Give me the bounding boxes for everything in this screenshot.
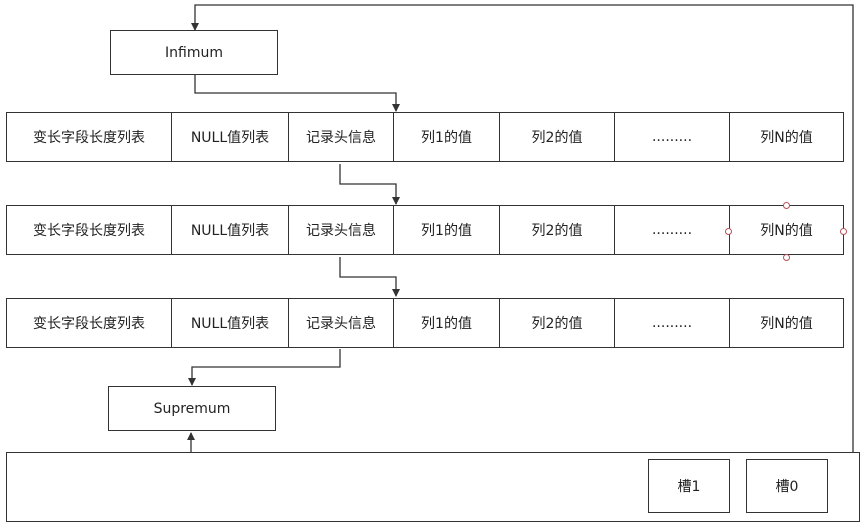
selection-handle-bottom[interactable] bbox=[783, 254, 790, 261]
var-length-field-list: 变长字段长度列表 bbox=[7, 113, 172, 161]
page-directory[interactable] bbox=[6, 452, 860, 522]
record3-to-supremum-arrow bbox=[188, 349, 341, 386]
column-1-value: 列1的值 bbox=[394, 113, 500, 161]
ellipsis-columns: ......... bbox=[615, 206, 730, 254]
column-2-value: 列2的值 bbox=[500, 206, 615, 254]
column-2-value: 列2的值 bbox=[500, 113, 615, 161]
column-1-value: 列1的值 bbox=[394, 299, 500, 347]
null-value-list: NULL值列表 bbox=[172, 299, 289, 347]
selection-handle-right[interactable] bbox=[840, 228, 847, 235]
var-length-field-list: 变长字段长度列表 bbox=[7, 299, 172, 347]
selection-handle-left[interactable] bbox=[725, 228, 732, 235]
column-2-value: 列2的值 bbox=[500, 299, 615, 347]
slot-0[interactable]: 槽0 bbox=[746, 459, 828, 513]
record-header: 记录头信息 bbox=[289, 299, 394, 347]
var-length-field-list: 变长字段长度列表 bbox=[7, 206, 172, 254]
infimum-to-record1-arrow bbox=[194, 75, 400, 112]
column-n-value: 列N的值 bbox=[760, 130, 813, 146]
null-value-list: NULL值列表 bbox=[172, 113, 289, 161]
record-row-2[interactable]: 变长字段长度列表 NULL值列表 记录头信息 列1的值 列2的值 .......… bbox=[6, 205, 844, 255]
record-header: 记录头信息 bbox=[289, 113, 394, 161]
ellipsis-columns: ......... bbox=[615, 299, 730, 347]
column-1-value: 列1的值 bbox=[394, 206, 500, 254]
slot-1-label: 槽1 bbox=[677, 479, 701, 495]
record-header: 记录头信息 bbox=[289, 206, 394, 254]
infimum-label: Infimum bbox=[165, 44, 223, 61]
column-n-value: 列N的值 bbox=[760, 316, 813, 332]
record2-to-record3-arrow bbox=[339, 257, 400, 297]
slot-0-label: 槽0 bbox=[775, 479, 799, 495]
column-n-value-selected[interactable]: 列N的值 bbox=[760, 223, 813, 239]
record-row-3[interactable]: 变长字段长度列表 NULL值列表 记录头信息 列1的值 列2的值 .......… bbox=[6, 298, 844, 348]
null-value-list: NULL值列表 bbox=[172, 206, 289, 254]
ellipsis-columns: ......... bbox=[615, 113, 730, 161]
slot-1[interactable]: 槽1 bbox=[648, 459, 730, 513]
supremum-record[interactable]: Supremum bbox=[108, 386, 276, 431]
supremum-label: Supremum bbox=[153, 400, 231, 417]
infimum-record[interactable]: Infimum bbox=[110, 30, 278, 75]
record-row-1[interactable]: 变长字段长度列表 NULL值列表 记录头信息 列1的值 列2的值 .......… bbox=[6, 112, 844, 162]
selection-handle-top[interactable] bbox=[783, 202, 790, 209]
record1-to-record2-arrow bbox=[339, 164, 400, 205]
